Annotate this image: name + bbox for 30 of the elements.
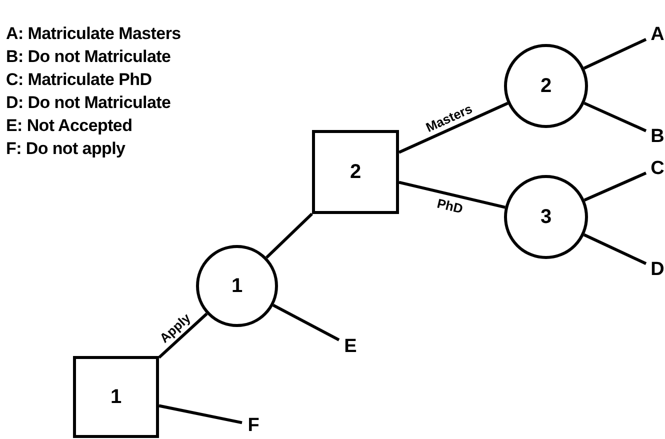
branch-line bbox=[583, 38, 647, 70]
outcome-letter: A bbox=[650, 24, 664, 44]
branch-line bbox=[584, 102, 647, 132]
branch-line bbox=[583, 233, 647, 265]
branch-line bbox=[158, 404, 242, 424]
node-number: 1 bbox=[110, 387, 122, 407]
edge-label: PhD bbox=[435, 196, 464, 215]
branch-line bbox=[398, 102, 508, 154]
outcome-key-line: F: Do not apply bbox=[6, 139, 126, 159]
node-number: 2 bbox=[350, 162, 362, 182]
outcome-letter: D bbox=[650, 260, 664, 278]
node-number: 3 bbox=[540, 207, 552, 227]
outcome-key-line: B: Do not Matriculate bbox=[6, 47, 172, 67]
branch-line bbox=[584, 172, 647, 202]
outcome-letter: B bbox=[650, 126, 664, 146]
branch-line bbox=[158, 312, 208, 359]
outcome-letter: E bbox=[344, 336, 357, 356]
outcome-letter: C bbox=[650, 158, 664, 178]
branch-line bbox=[398, 180, 506, 209]
decision-node-box bbox=[312, 130, 399, 214]
branch-line bbox=[272, 304, 340, 342]
outcome-key-line: A: Matriculate Masters bbox=[6, 24, 181, 44]
outcome-letter: F bbox=[248, 416, 260, 434]
branch-line bbox=[266, 212, 314, 259]
node-number: 2 bbox=[540, 76, 552, 96]
outcome-key-line: E: Not Accepted bbox=[6, 116, 134, 136]
outcome-key-line: D: Do not Matriculate bbox=[6, 93, 172, 113]
decision-node-box bbox=[73, 356, 159, 438]
node-number: 1 bbox=[231, 276, 243, 296]
outcome-key-line: C: Matriculate PhD bbox=[6, 70, 153, 90]
